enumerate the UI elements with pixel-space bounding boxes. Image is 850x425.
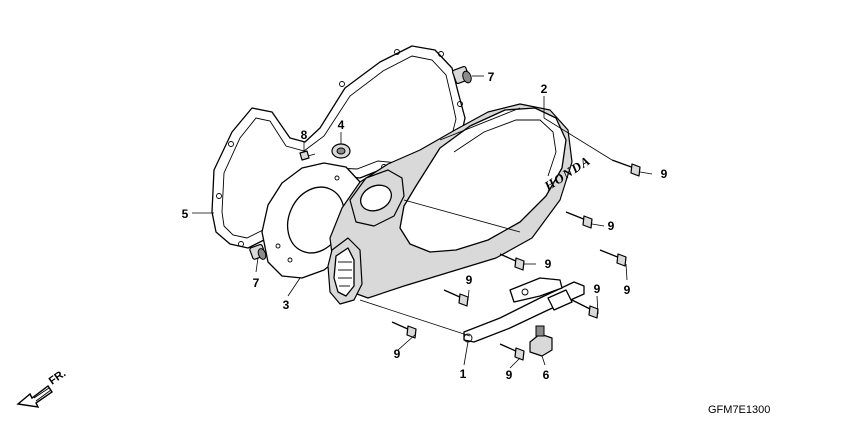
left-crankcase-cover: HONDA [327, 103, 593, 305]
callout-1-bracket: 1 [460, 367, 467, 381]
callout-9-bolt: 9 [545, 257, 552, 271]
bolt [611, 159, 641, 177]
callout-2-cover: 2 [541, 82, 548, 96]
callout-9-bolt: 9 [624, 283, 631, 297]
bolt [391, 321, 417, 339]
callout-9-bolt: 9 [661, 167, 668, 181]
callout-9-bolt: 9 [506, 368, 513, 382]
front-direction-indicator: FR. [16, 367, 68, 408]
callout-9-bolt: 9 [466, 273, 473, 287]
mounting-bracket [463, 277, 585, 343]
callout-4-grommet: 4 [338, 118, 345, 132]
diagram-code: GFM7E1300 [708, 404, 770, 416]
screw [299, 150, 316, 161]
collar-upper [451, 65, 472, 85]
bolt [443, 289, 469, 307]
callout-5-gasket: 5 [182, 207, 189, 221]
collar-lower [249, 243, 267, 260]
leader-lines [192, 75, 653, 369]
callout-6-rubber: 6 [543, 368, 550, 382]
callout-3-plate: 3 [283, 298, 290, 312]
callout-numbers: 7 2 4 8 5 7 3 9 9 9 9 9 9 9 1 9 6 [182, 70, 668, 382]
callout-7-collar: 7 [488, 70, 495, 84]
callout-8-screw: 8 [301, 128, 308, 142]
front-label: FR. [47, 367, 68, 387]
callout-9-bolt: 9 [394, 347, 401, 361]
bolt [599, 249, 627, 267]
rubber-mount [529, 325, 553, 357]
bolt [499, 253, 525, 271]
flange-bolts [391, 159, 641, 361]
bolt [565, 211, 593, 229]
callout-9-bolt: 9 [608, 219, 615, 233]
bolt [571, 299, 599, 319]
callout-7-collar-lower: 7 [253, 276, 260, 290]
callout-9-bolt: 9 [594, 282, 601, 296]
grommet [331, 143, 351, 159]
bolt [499, 343, 525, 361]
